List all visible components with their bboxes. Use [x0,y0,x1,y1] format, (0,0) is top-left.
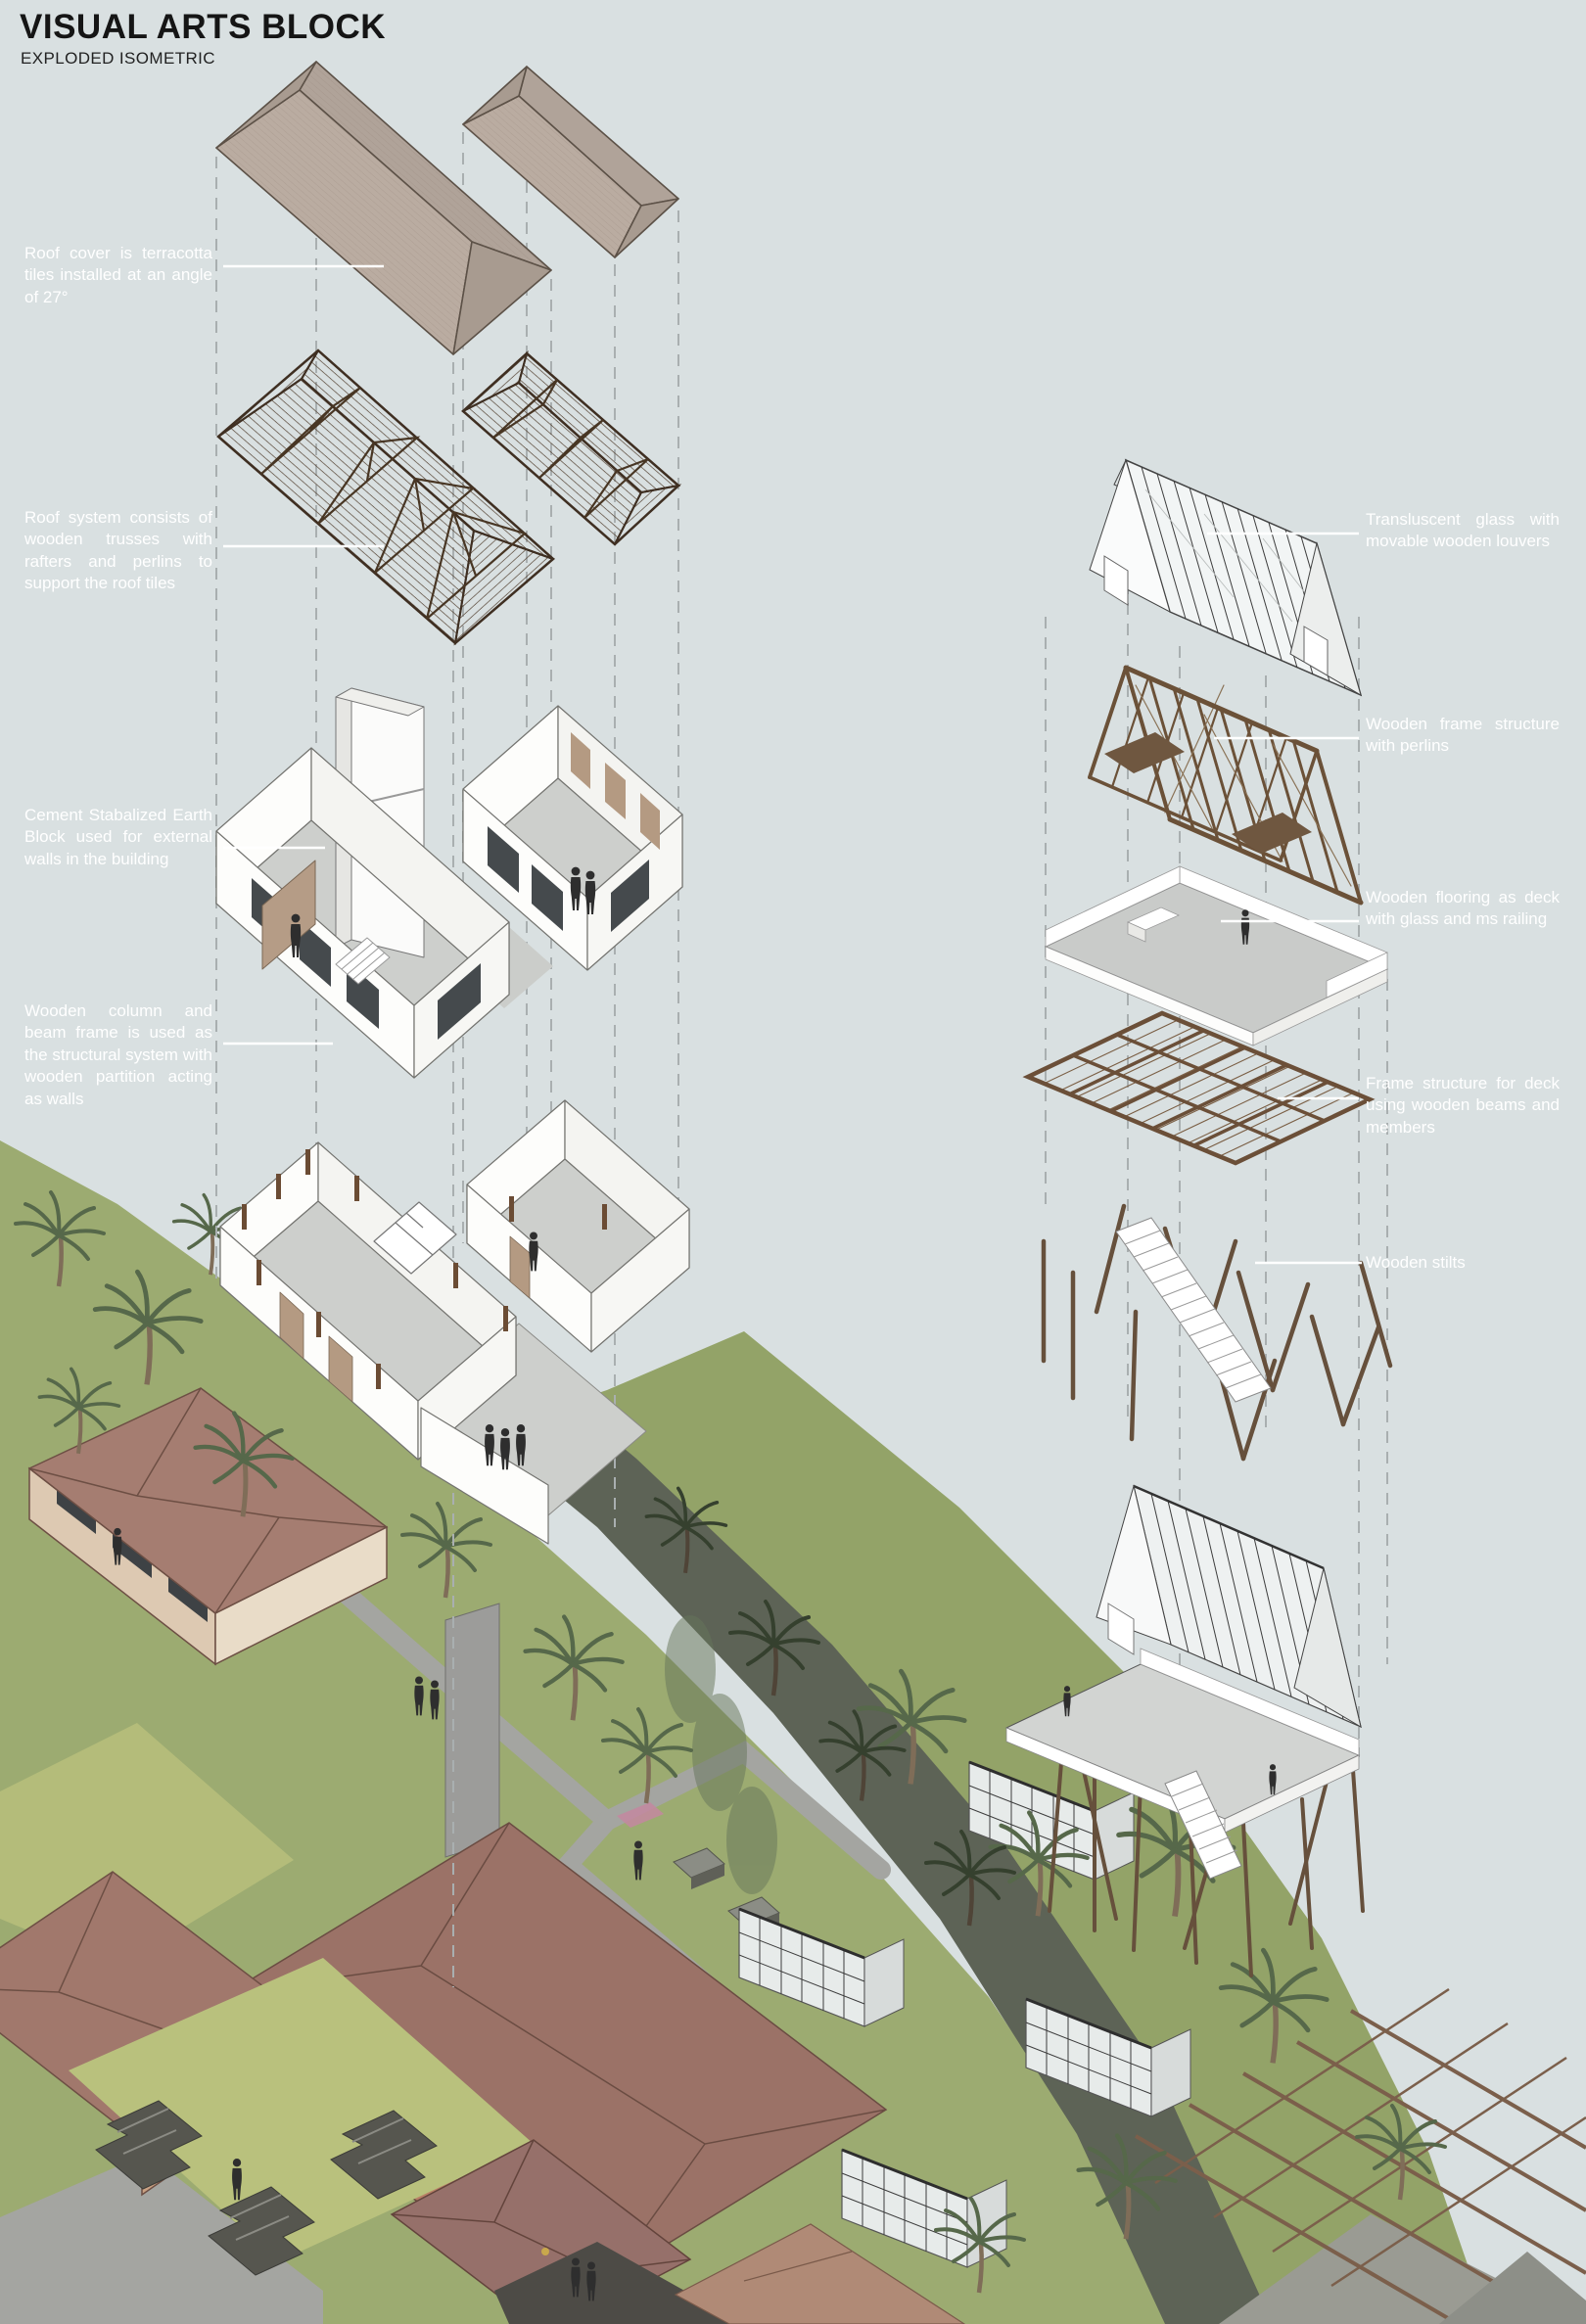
wooden-stilts [1041,1203,1393,1462]
annotation-stilts: Wooden stilts [1366,1253,1466,1272]
amphitheatre-steps [95,2100,438,2276]
wooden-frame-structure [1088,665,1364,906]
site-path-corner [0,2154,323,2324]
roof-truss-large [216,349,555,646]
walls-level [215,687,683,1079]
amphitheatre-lawn [69,1958,534,2261]
roof-truss-small [461,349,682,546]
plan-level [219,1099,690,1545]
annotation-wood-frame: Wooden frame structure with perlins [1366,715,1560,756]
wooden-pier [1134,1987,1586,2324]
leader-lines [223,264,1362,1265]
assembled-pavilion [1004,1484,1365,1977]
site-roof-bottom [674,2223,966,2324]
roof-cover-small [462,66,679,258]
site-trees [665,1615,777,1894]
annotation-roof-system: Roof system consists of wooden trusses w… [24,508,212,593]
stair [335,937,391,985]
site-building-pavilion [27,1387,389,1666]
page-title: VISUAL ARTS BLOCK [20,8,387,46]
flower-bed [617,1802,664,1828]
roof-cover-large [215,61,552,355]
toilet-cluster [373,1201,457,1275]
annotation-walls: Cement Stabalized Earth Block used for e… [24,806,212,868]
annotation-deck-frame: Frame structure for deck using wooden be… [1366,1074,1560,1137]
exploded-staircase [1115,1217,1272,1403]
annotation-structure: Wooden column and beam frame is used as … [24,1001,212,1108]
site-dark-mass [494,2242,744,2324]
deck-frame-grid [1022,1010,1376,1166]
page-subtitle: EXPLODED ISOMETRIC [21,49,215,68]
partition-panel [261,860,316,970]
corner-roof [1439,2252,1586,2324]
annotation-roof-cover: Roof cover is terracotta tiles installed… [24,244,212,306]
annotation-deck-floor: Wooden flooring as deck with glass and m… [1366,888,1560,929]
annotation-glass-louvers: Transluscent glass with movable wooden l… [1366,510,1560,551]
wooden-columns [242,1149,607,1389]
deck-floor [1044,865,1389,1046]
glass-louver-roof [1089,458,1363,697]
site-plan-render [0,1140,1586,2324]
